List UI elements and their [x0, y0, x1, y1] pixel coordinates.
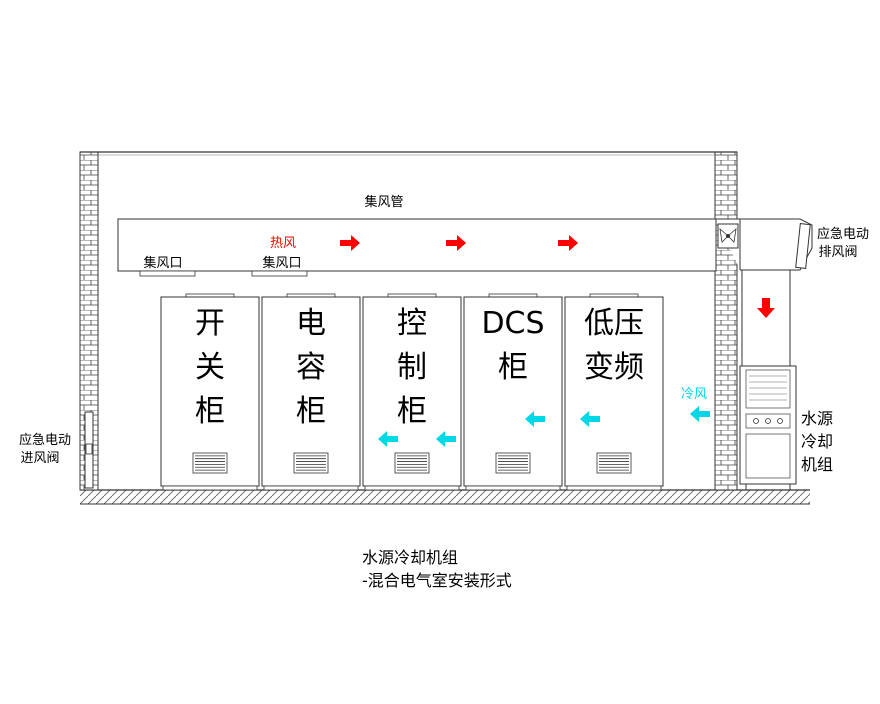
cold-air-arrows: [378, 406, 710, 447]
inlet-valve: [84, 411, 94, 489]
vent-grille: [394, 452, 430, 474]
right-wall: [714, 151, 738, 491]
cabinet-label-line: 低压: [584, 306, 644, 341]
vent-grille: [192, 452, 228, 474]
hot-air-label: 热风: [270, 236, 296, 251]
intake-grille-1: [139, 270, 196, 277]
cabinet-label-line: 控: [397, 306, 427, 341]
cabinet-label-line: DCS: [481, 306, 544, 341]
cabinet-label-line: 柜: [296, 394, 326, 429]
chiller-label-3: 机组: [801, 455, 833, 474]
intake-label-1: 集风口: [143, 255, 182, 271]
vent-grille: [596, 452, 632, 474]
hot-air-arrows: [340, 235, 775, 318]
cabinet-base: [162, 485, 258, 491]
cold-arrow-3: [525, 411, 545, 427]
exhaust-valve: [795, 223, 811, 269]
intake-label-2: 集风口: [262, 255, 301, 271]
vent-grille: [293, 452, 329, 474]
cabinet-label-line: 关: [195, 350, 225, 385]
duct-label: 集风管: [364, 194, 403, 210]
cabinet-1: 开关柜: [160, 293, 260, 491]
cabinet-label-line: 制: [397, 350, 427, 385]
hot-arrow-down: [757, 298, 775, 318]
inlet-valve-label-2: 进风阀: [20, 451, 59, 466]
cabinet-base: [566, 485, 662, 491]
cold-arrow-4: [436, 431, 456, 447]
exhaust-valve-label-1: 应急电动: [817, 226, 869, 242]
cabinet-3: 控制柜: [362, 293, 462, 491]
caption-line-2: -混合电气室安装形式: [362, 571, 512, 590]
air-duct: [117, 218, 717, 272]
fan-icon: [717, 223, 739, 249]
cabinet-label-line: 柜: [195, 394, 225, 429]
hot-arrow-2: [446, 235, 466, 251]
vent-grille: [495, 452, 531, 474]
intake-grille-2: [251, 270, 308, 277]
cabinet-2: 电容柜: [261, 293, 361, 491]
hot-arrow-3: [558, 235, 578, 251]
cabinet-4: DCS 柜: [463, 293, 563, 491]
floor-hatch: [80, 490, 810, 504]
cabinet-base: [364, 485, 460, 491]
cabinet-base: [263, 485, 359, 491]
cold-arrow-5: [378, 431, 398, 447]
chiller-label-2: 冷却: [801, 432, 833, 451]
cabinet-base: [465, 485, 561, 491]
cabinet-label-line: 电: [296, 306, 326, 341]
exhaust-valve-label-2: 排风阀: [818, 245, 857, 260]
cabinet-label-line: 变频: [584, 350, 644, 385]
cabinet-label-line: 柜: [498, 350, 528, 385]
cold-arrow-1: [690, 406, 710, 422]
hot-arrow-1: [340, 235, 360, 251]
cabinet-label-line: 开: [195, 306, 225, 341]
chiller-label-1: 水源: [801, 409, 833, 428]
caption-line-1: 水源冷却机组: [362, 548, 458, 567]
water-chiller-unit: [739, 365, 797, 490]
cabinet-label-line: 柜: [397, 394, 427, 429]
cold-arrow-2: [580, 411, 600, 427]
cold-air-label: 冷风: [681, 387, 707, 402]
cabinet-label-line: 容: [296, 350, 326, 385]
inlet-valve-label-1: 应急电动: [19, 432, 71, 448]
